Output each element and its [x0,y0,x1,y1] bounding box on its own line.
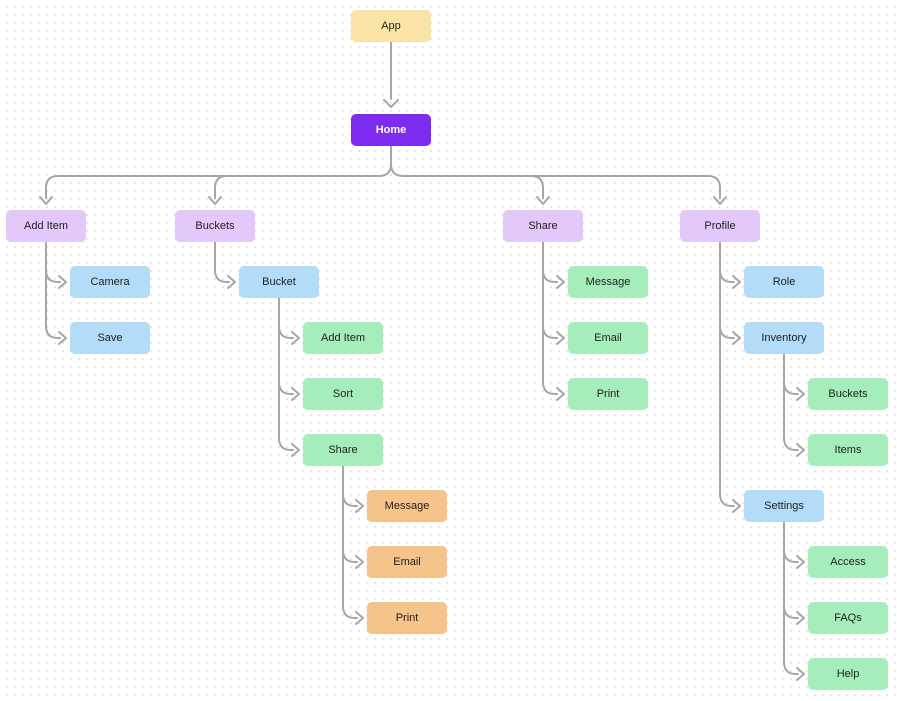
node-camera[interactable]: Camera [70,266,150,298]
connector-profile-children-line [719,241,735,507]
node-share-email[interactable]: Email [568,322,648,354]
connector-share-children-line [542,241,558,395]
connector-settings-children-line [783,521,799,675]
node-bucket-share-message[interactable]: Message [367,490,447,522]
node-settings-faqs[interactable]: FAQs [808,602,888,634]
node-share[interactable]: Share [503,210,583,242]
connector-share-children-arrowheads [556,275,565,401]
connector-additem-children-line [45,241,61,339]
connector-profile-children-arrowheads [732,275,741,513]
node-inventory-items[interactable]: Items [808,434,888,466]
connector-bucket-children-line [278,297,294,451]
connector-settings-children-arrowheads [796,555,805,681]
node-settings-access[interactable]: Access [808,546,888,578]
connector-bucketshare-children-line [342,465,358,619]
connector-home-children-line [45,145,721,199]
connector-inventory-children-line [783,353,799,451]
node-inventory[interactable]: Inventory [744,322,824,354]
connector-home-children-arrowheads [39,196,727,205]
node-add-item[interactable]: Add Item [6,210,86,242]
node-app[interactable]: App [351,10,431,42]
connector-app-home-arrowhead [383,99,399,108]
node-bucket-share[interactable]: Share [303,434,383,466]
node-home[interactable]: Home [351,114,431,146]
node-share-message[interactable]: Message [568,266,648,298]
connector-bucket-children-arrowheads [291,331,300,457]
node-profile[interactable]: Profile [680,210,760,242]
node-bucket-add-item[interactable]: Add Item [303,322,383,354]
node-role[interactable]: Role [744,266,824,298]
node-buckets[interactable]: Buckets [175,210,255,242]
node-inventory-buckets[interactable]: Buckets [808,378,888,410]
node-bucket-share-email[interactable]: Email [367,546,447,578]
connector-inventory-children-arrowheads [796,387,805,457]
node-settings-help[interactable]: Help [808,658,888,690]
node-share-print[interactable]: Print [568,378,648,410]
node-save[interactable]: Save [70,322,150,354]
node-bucket-share-print[interactable]: Print [367,602,447,634]
connector-buckets-bucket-arrowhead [227,275,236,289]
connector-bucketshare-children-arrowheads [355,499,364,625]
node-bucket-sort[interactable]: Sort [303,378,383,410]
connector-additem-children-arrowheads [58,275,67,345]
connector-buckets-bucket-line [214,241,230,283]
node-bucket[interactable]: Bucket [239,266,319,298]
node-settings[interactable]: Settings [744,490,824,522]
